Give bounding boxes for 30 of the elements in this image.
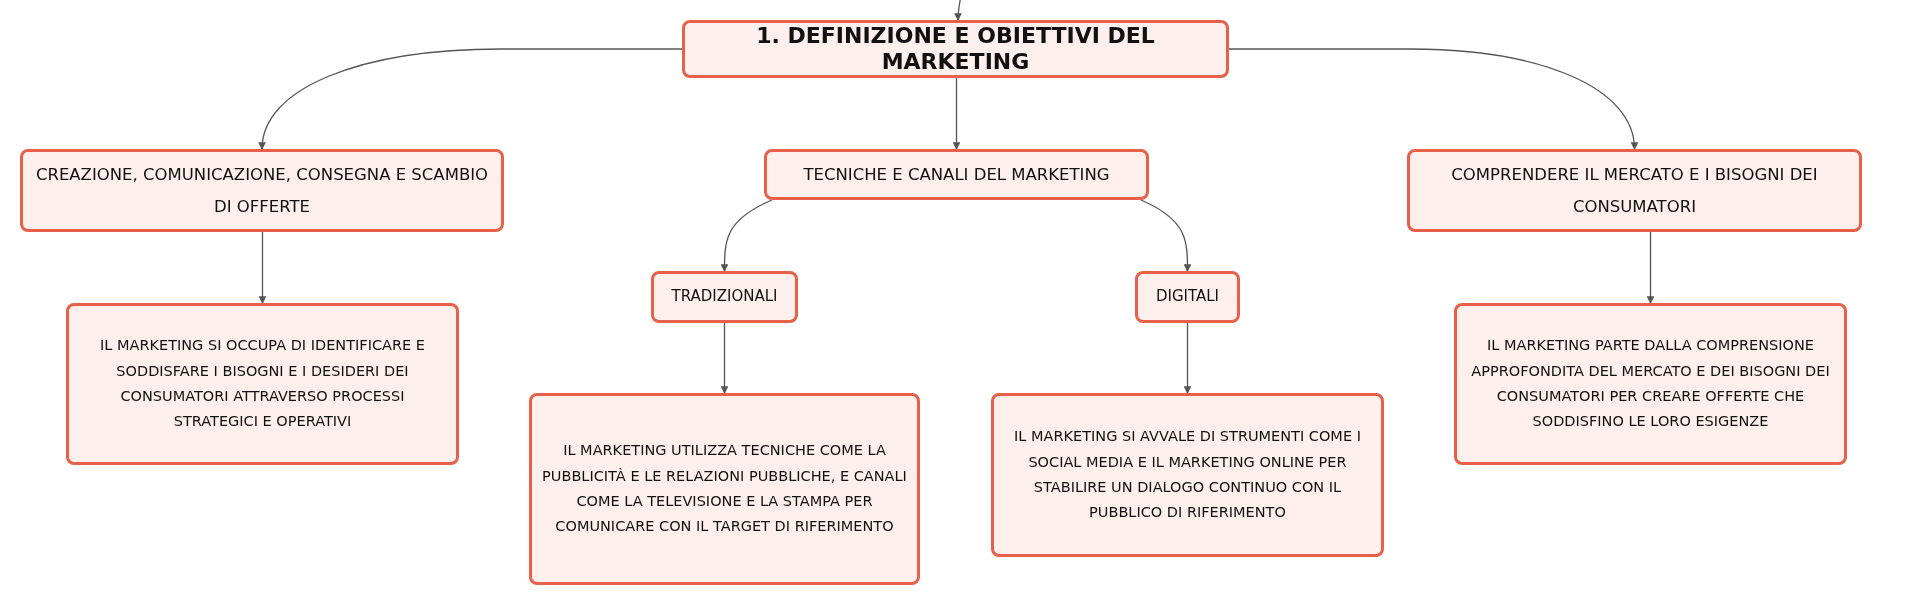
- topic-box: [682, 20, 1229, 78]
- connector-arrow: [954, 0, 963, 21]
- concept-text: IL MARKETING SI OCCUPA DI IDENTIFICARE E SODDISFARE I BISOGNI E I DESIDERI DEI CONSUMATORI ATTRAVERSO PROCESSI STRATEGICI E OPERATIVI: [99, 336, 426, 432]
- concept-box: [20, 149, 504, 232]
- concept-text: COMPRENDERE IL MERCATO E I BISOGNI DEI CONSUMATORI: [1450, 164, 1819, 218]
- concept-box: [764, 149, 1149, 200]
- connector-arrow: [720, 322, 729, 394]
- concept-text: CREAZIONE, COMUNICAZIONE, CONSEGNA E SCAMBIO DI OFFERTE: [34, 164, 490, 218]
- concept-box: [529, 393, 920, 585]
- connector-arrow: [952, 77, 961, 150]
- connector-arrow: [1140, 199, 1192, 272]
- connector-arrow: [258, 231, 267, 304]
- topic-title: 1. DEFINIZIONE E OBIETTIVI DEL MARKETING: [755, 22, 1156, 76]
- concept-text: DIGITALI: [1155, 287, 1220, 307]
- concept-text: IL MARKETING UTILIZZA TECNICHE COME LA PUBBLICITÀ E LE RELAZIONI PUBBLICHE, E CANALI COME LA TELEVISIONE E LA STAMPA PER COMUNICARE CON IL TARGET DI RIFERIMENTO: [542, 441, 907, 537]
- connector-arrow: [1646, 231, 1655, 304]
- concept-text: TRADIZIONALI: [671, 287, 778, 307]
- connector-arrow: [259, 48, 683, 150]
- connector-arrow: [1183, 322, 1192, 394]
- concept-box: [1135, 271, 1240, 323]
- connector-arrow: [1228, 48, 1638, 150]
- connector-arrow: [720, 199, 773, 272]
- concept-box: [1407, 149, 1862, 232]
- concept-text: IL MARKETING SI AVVALE DI STRUMENTI COME I SOCIAL MEDIA E IL MARKETING ONLINE PER STABILIRE UN DIALOGO CONTINUO CON IL PUBBLICO DI RIFERIMENTO: [1013, 427, 1362, 523]
- concept-box: [1454, 303, 1847, 465]
- concept-box: [66, 303, 459, 465]
- concept-box: [991, 393, 1384, 557]
- concept-box: [651, 271, 798, 323]
- concept-text: IL MARKETING PARTE DALLA COMPRENSIONE APPROFONDITA DEL MERCATO E DEI BISOGNI DEI CONSUMATORI PER CREARE OFFERTE CHE SODDISFINO LE LORO ESIGENZE: [1470, 336, 1831, 432]
- concept-text: TECNICHE E CANALI DEL MARKETING: [803, 163, 1110, 186]
